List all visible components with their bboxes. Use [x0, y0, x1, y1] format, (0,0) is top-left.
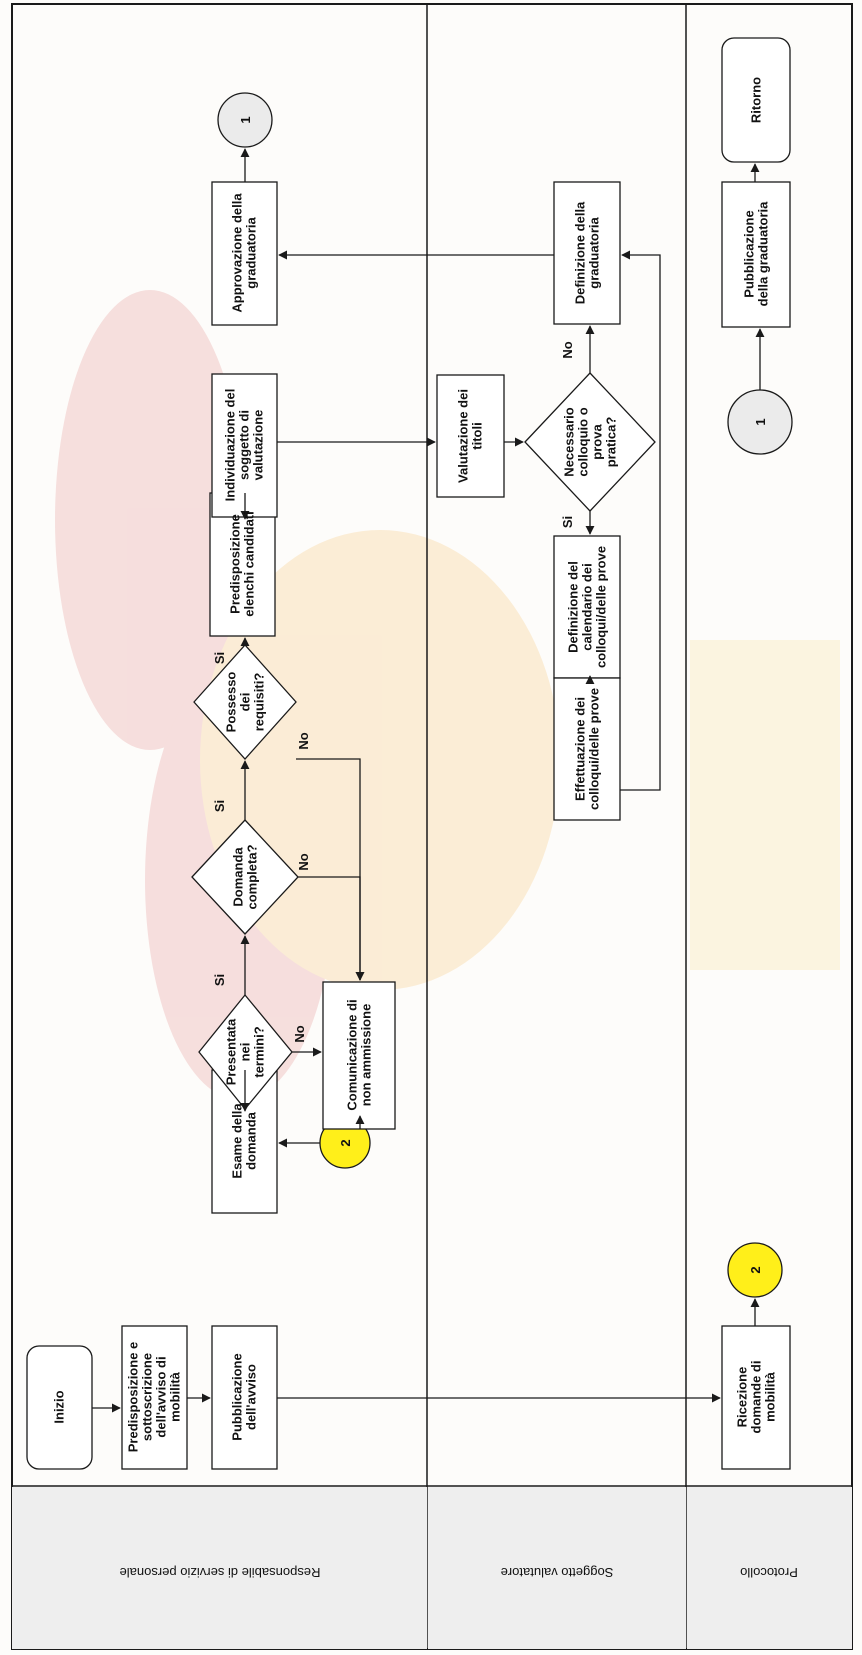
- flowchart-shapes: [26, 37, 793, 1470]
- lane-label-protocollo: Protocollo: [740, 1565, 798, 1580]
- connector-2-bottom: [727, 1242, 783, 1298]
- svg-text:Necessariocolloquio oprovaprat: Necessariocolloquio oprovapratica?: [562, 407, 619, 476]
- node-labels: Inizio Predisposizione esottoscrizionedel…: [52, 77, 778, 1452]
- lane-label-personale: Responsabile di servizio personale: [120, 1565, 321, 1580]
- svg-text:Definizione dellagraduatoria: Definizione dellagraduatoria: [573, 201, 602, 304]
- svg-text:Valutazione deititoli: Valutazione deititoli: [456, 389, 485, 483]
- node-label-pubblicazione-avviso: Pubblicazionedell'avviso: [230, 1353, 259, 1440]
- svg-text:Ritorno: Ritorno: [749, 77, 764, 123]
- node-label-definizione-graduatoria: Definizione dellagraduatoria: [573, 201, 602, 304]
- label-no: No: [292, 1025, 307, 1042]
- svg-text:Predisposizioneelenchi candida: Predisposizioneelenchi candidati: [228, 511, 257, 616]
- node-label-esame-domanda: Esame delladomanda: [230, 1103, 259, 1179]
- node-label-presentata-termini: Presentataneitermini?: [224, 1018, 267, 1085]
- node-label-possesso-requisiti: Possessodeirequisiti?: [224, 672, 267, 733]
- connector-label-c1-bottom: 1: [753, 418, 768, 425]
- node-effettuazione-colloqui: [553, 677, 621, 821]
- node-label-necessario-colloquio: Necessariocolloquio oprovapratica?: [562, 407, 619, 476]
- node-definizione-graduatoria: [553, 181, 621, 325]
- svg-text:Esame delladomanda: Esame delladomanda: [230, 1103, 259, 1179]
- lane-headers: Responsabile di servizio personale Sogge…: [12, 1487, 852, 1649]
- node-approvazione-graduatoria: [211, 181, 278, 326]
- svg-text:Approvazione dellagraduatoria: Approvazione dellagraduatoria: [230, 193, 259, 313]
- node-pubblicazione-graduatoria: [721, 181, 791, 328]
- node-label-predisposizione-avviso: Predisposizione esottoscrizionedell'avvi…: [126, 1342, 183, 1453]
- svg-text:Domandacompleta?: Domandacompleta?: [231, 844, 260, 909]
- svg-text:Comunicazione dinon ammissione: Comunicazione dinon ammissione: [345, 999, 374, 1110]
- node-valutazione-titoli: [436, 374, 505, 498]
- node-definizione-calendario: [553, 535, 621, 679]
- svg-text:2: 2: [748, 1266, 763, 1273]
- svg-text:Definizione delcalendario deic: Definizione delcalendario deicolloqui/de…: [566, 546, 609, 668]
- label-no: No: [296, 732, 311, 749]
- svg-text:2: 2: [338, 1139, 353, 1146]
- label-si: Si: [212, 974, 227, 986]
- svg-text:Pubblicazionedell'avviso: Pubblicazionedell'avviso: [230, 1353, 259, 1440]
- node-pubblicazione-avviso: [211, 1325, 278, 1470]
- node-label-ritorno: Ritorno: [749, 77, 764, 123]
- svg-text:Possessodeirequisiti?: Possessodeirequisiti?: [224, 672, 267, 733]
- svg-text:Effettuazione deicolloqui/dell: Effettuazione deicolloqui/delle prove: [573, 688, 602, 810]
- node-label-individuazione-soggetto: Individuazione delsoggetto divalutazione: [223, 389, 266, 502]
- label-si: Si: [212, 800, 227, 812]
- node-label-approvazione-graduatoria: Approvazione dellagraduatoria: [230, 193, 259, 313]
- node-necessario-colloquio: [524, 372, 656, 512]
- connector-label-c2-top: 2: [338, 1139, 353, 1146]
- connector-label-c1-top: 1: [238, 116, 253, 123]
- node-label-effettuazione-colloqui: Effettuazione deicolloqui/delle prove: [573, 688, 602, 810]
- node-esame-domanda: [211, 1069, 278, 1214]
- label-no: No: [296, 853, 311, 870]
- lane-label-valutatore: Soggetto valutatore: [501, 1565, 614, 1580]
- node-label-pubblicazione-graduatoria: Pubblicazionedella graduatoria: [742, 201, 771, 307]
- label-no: No: [560, 341, 575, 358]
- node-ricezione-domande: [721, 1325, 791, 1470]
- node-label-ricezione-domande: Ricezionedomande dimobilità: [735, 1361, 778, 1434]
- svg-text:Pubblicazionedella graduatoria: Pubblicazionedella graduatoria: [742, 201, 771, 307]
- node-label-valutazione-titoli: Valutazione deititoli: [456, 389, 485, 483]
- arrow: [296, 758, 365, 981]
- flow-arrows: [92, 148, 765, 1413]
- svg-text:1: 1: [238, 116, 253, 123]
- svg-text:1: 1: [753, 418, 768, 425]
- svg-text:Inizio: Inizio: [52, 1390, 67, 1423]
- node-label-predisposizione-elenchi: Predisposizioneelenchi candidati: [228, 511, 257, 616]
- node-label-inizio: Inizio: [52, 1390, 67, 1423]
- svg-text:Ricezionedomande dimobilità: Ricezionedomande dimobilità: [735, 1361, 778, 1434]
- label-si: Si: [212, 652, 227, 664]
- node-predisposizione-avviso: [121, 1325, 188, 1470]
- connector-1-top: [217, 92, 273, 148]
- node-possesso-requisiti: [193, 644, 297, 760]
- svg-text:Individuazione delsoggetto div: Individuazione delsoggetto divalutazione: [223, 389, 266, 502]
- node-ritorno: [721, 37, 791, 163]
- node-comunicazione-non-ammissione: [322, 981, 396, 1130]
- decision-labels: Si No Si No Si No Si No: [212, 341, 575, 1042]
- node-label-comunicazione: Comunicazione dinon ammissione: [345, 999, 374, 1110]
- node-label-domanda-completa: Domandacompleta?: [231, 844, 260, 909]
- svg-text:Predisposizione esottoscrizion: Predisposizione esottoscrizionedell'avvi…: [126, 1342, 183, 1453]
- node-label-definizione-calendario: Definizione delcalendario deicolloqui/de…: [566, 546, 609, 668]
- connector-label-c2-bottom: 2: [748, 1266, 763, 1273]
- label-si: Si: [560, 516, 575, 528]
- arrow: [620, 250, 661, 791]
- svg-text:Presentataneitermini?: Presentataneitermini?: [224, 1018, 267, 1085]
